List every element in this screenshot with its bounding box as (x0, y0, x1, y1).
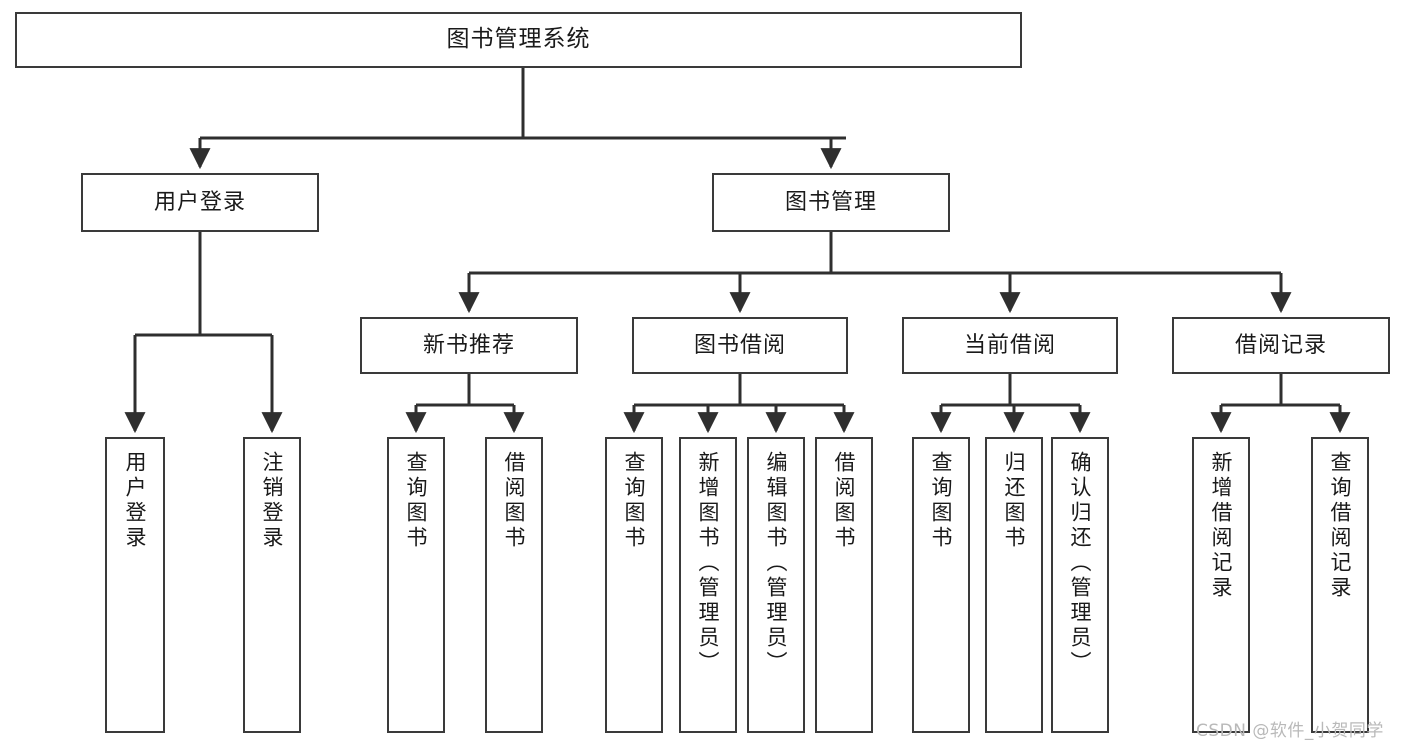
csdn-watermark: CSDN @软件_小贺同学 (1196, 721, 1384, 741)
node-label: 新增图书（管理员） (696, 451, 721, 676)
node-current-borrow[interactable]: 当前借阅 (902, 317, 1118, 374)
node-leaf-edit-book-admin[interactable]: 编辑图书（管理员） (747, 437, 805, 733)
node-leaf-query-borrow-record[interactable]: 查询借阅记录 (1311, 437, 1369, 733)
node-label: 查询图书 (622, 451, 647, 551)
node-leaf-query-book-newbook[interactable]: 查询图书 (387, 437, 445, 733)
node-label: 查询图书 (404, 451, 429, 551)
node-borrow-record[interactable]: 借阅记录 (1172, 317, 1390, 374)
node-leaf-add-book-admin[interactable]: 新增图书（管理员） (679, 437, 737, 733)
node-label: 新书推荐 (422, 332, 515, 358)
node-book-manage[interactable]: 图书管理 (712, 173, 950, 232)
node-label: 当前借阅 (963, 332, 1056, 358)
node-label: 注销登录 (260, 451, 285, 551)
node-label: 归还图书 (1002, 451, 1027, 551)
node-leaf-borrow-book-newbook[interactable]: 借阅图书 (485, 437, 543, 733)
node-label: 新增借阅记录 (1209, 451, 1234, 601)
node-leaf-logout-login[interactable]: 注销登录 (243, 437, 301, 733)
node-label: 借阅图书 (832, 451, 857, 551)
node-label: 编辑图书（管理员） (764, 451, 789, 676)
node-leaf-query-book-currentborrow[interactable]: 查询图书 (912, 437, 970, 733)
node-leaf-add-borrow-record[interactable]: 新增借阅记录 (1192, 437, 1250, 733)
node-label: 查询图书 (929, 451, 954, 551)
node-label: 图书借阅 (693, 332, 786, 358)
node-label: 图书管理系统 (446, 26, 591, 53)
node-leaf-borrow-book-bookborrow[interactable]: 借阅图书 (815, 437, 873, 733)
node-label: 用户登录 (123, 451, 148, 551)
node-new-book-recommend[interactable]: 新书推荐 (360, 317, 578, 374)
node-leaf-confirm-return-admin[interactable]: 确认归还（管理员） (1051, 437, 1109, 733)
node-label: 借阅图书 (502, 451, 527, 551)
node-leaf-query-book-bookborrow[interactable]: 查询图书 (605, 437, 663, 733)
node-root-system[interactable]: 图书管理系统 (15, 12, 1022, 68)
node-label: 用户登录 (153, 189, 246, 215)
node-label: 借阅记录 (1234, 332, 1327, 358)
node-label: 查询借阅记录 (1328, 451, 1353, 601)
node-leaf-user-login[interactable]: 用户登录 (105, 437, 165, 733)
node-book-borrow[interactable]: 图书借阅 (632, 317, 848, 374)
node-label: 图书管理 (784, 189, 877, 215)
node-user-login[interactable]: 用户登录 (81, 173, 319, 232)
node-label: 确认归还（管理员） (1068, 451, 1093, 676)
node-leaf-return-book[interactable]: 归还图书 (985, 437, 1043, 733)
